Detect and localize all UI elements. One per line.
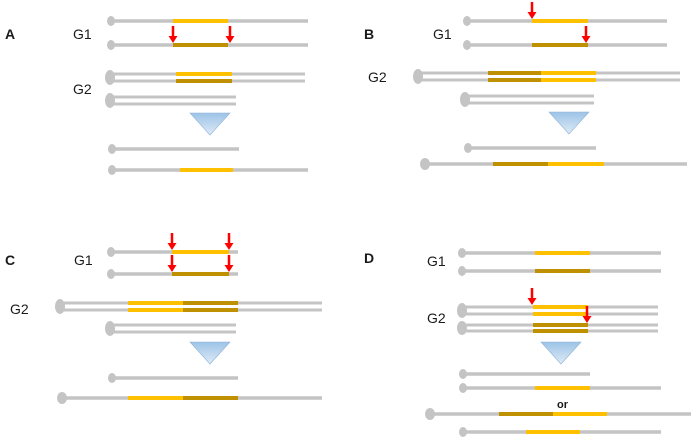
b-g1-gold-segment: [532, 43, 588, 47]
panel-d-label: D: [364, 250, 374, 266]
funnels-layer: [189, 111, 590, 365]
arrows-layer: [167, 2, 592, 323]
c-g1-strand-2-centromere: [107, 269, 115, 279]
panel-a-g1-label: G1: [73, 26, 92, 42]
c-g2-gold-segment-bottom: [183, 308, 238, 312]
c-result-gold-segment: [183, 396, 238, 400]
panel-d-g1-label: G1: [427, 253, 446, 269]
d-alt-yellow-segment: [553, 412, 607, 416]
b-g2-gold-segment-top: [488, 71, 541, 75]
d-g1-gold-segment: [535, 269, 590, 273]
panel-a-label: A: [5, 26, 15, 42]
d-alt-strand-2-centromere: [459, 427, 467, 437]
d-g2-yellow-segment-top: [533, 305, 588, 309]
b-g1-yellow-segment: [532, 19, 588, 23]
segments-layer: [128, 19, 607, 434]
a-g1-strand-2-centromere: [107, 40, 115, 50]
a-g1-yellow-segment: [173, 19, 228, 23]
b-result-strand-2-centromere: [420, 158, 430, 170]
c-funnel: [189, 341, 231, 365]
a-result-yellow-segment: [180, 168, 233, 172]
d-alt-gold-segment: [499, 412, 553, 416]
panel-d-g2-label: G2: [427, 310, 446, 326]
c-g2-upper-pair-centromere: [55, 299, 65, 314]
d-g1-strand-1-centromere: [458, 248, 466, 258]
b-g1-strand-2-centromere: [463, 40, 471, 50]
d-arrow-right-head: [582, 316, 592, 323]
panel-b-g2-label: G2: [368, 69, 387, 85]
c-g2-gold-segment-top: [183, 301, 238, 305]
c-g1-gold-segment: [172, 272, 229, 276]
c-g2-yellow-segment-bottom: [128, 308, 183, 312]
d-result-yellow-segment: [535, 386, 590, 390]
a-g1-strand-1-centromere: [107, 16, 115, 26]
b-g2-gold-segment-bottom: [488, 78, 541, 82]
a-funnel: [189, 112, 231, 136]
d-g2-gold-segment-top: [533, 323, 588, 327]
d-funnel: [540, 341, 582, 365]
panel-c-label: C: [5, 252, 15, 268]
b-g1-strand-1-centromere: [463, 16, 471, 26]
b-result-strand-1-centromere: [464, 143, 472, 153]
d-alt-yellow-segment-2: [526, 430, 580, 434]
a-arrow-right-head: [225, 36, 235, 43]
d-g2-gold-segment-bottom: [533, 329, 588, 333]
a-result-strand-2-centromere: [108, 165, 116, 175]
c-result-yellow-segment: [128, 396, 183, 400]
d-result-strand-1-centromere: [459, 369, 467, 379]
c-arrow-bottom-left-head: [167, 265, 177, 272]
a-g2-lower-pair-centromere: [105, 93, 115, 108]
panel-d-or-label: or: [557, 399, 569, 411]
panel-c-g1-label: G1: [74, 252, 93, 268]
d-g2-yellow-segment-bottom: [533, 312, 588, 316]
d-alt-strand-1-centromere: [425, 408, 435, 420]
d-g1-yellow-segment: [535, 251, 590, 255]
c-result-strand-1-centromere: [108, 373, 116, 383]
c-g2-lower-pair-centromere: [105, 321, 115, 336]
b-g2-upper-pair-centromere: [413, 69, 423, 84]
c-arrow-top-right-head: [224, 243, 234, 250]
a-g2-yellow-segment: [176, 72, 232, 76]
panel-a-g2-label: G2: [73, 81, 92, 97]
d-result-strand-2-centromere: [459, 383, 467, 393]
strands-layer: [55, 16, 691, 437]
a-arrow-left-head: [168, 36, 178, 43]
c-g1-strand-1-centromere: [107, 247, 115, 257]
d-arrow-left-head: [527, 298, 537, 305]
a-g2-gold-segment: [176, 79, 232, 83]
d-g2-upper-pair-centromere: [457, 303, 467, 318]
a-g2-upper-pair-centromere: [105, 70, 115, 85]
c-g1-yellow-segment: [172, 250, 229, 254]
c-arrow-top-left-head: [167, 243, 177, 250]
b-result-gold-segment: [493, 162, 548, 166]
b-funnel: [548, 111, 590, 135]
panel-b-g1-label: G1: [433, 26, 452, 42]
c-g2-yellow-segment-top: [128, 301, 183, 305]
a-g1-gold-segment: [173, 43, 228, 47]
a-result-strand-1-centromere: [108, 144, 116, 154]
panel-b-label: B: [364, 26, 374, 42]
d-g2-lower-pair-centromere: [457, 321, 467, 335]
b-g2-yellow-segment-bottom: [541, 78, 596, 82]
b-arrow-top-head: [527, 12, 537, 19]
b-result-yellow-segment: [548, 162, 604, 166]
panel-c-g2-label: G2: [10, 301, 29, 317]
d-g1-strand-2-centromere: [458, 266, 466, 276]
b-g2-yellow-segment-top: [541, 71, 596, 75]
b-arrow-bottom-head: [581, 36, 591, 43]
c-result-strand-2-centromere: [57, 392, 67, 404]
b-g2-lower-pair-centromere: [460, 92, 470, 107]
c-arrow-bottom-right-head: [224, 265, 234, 272]
